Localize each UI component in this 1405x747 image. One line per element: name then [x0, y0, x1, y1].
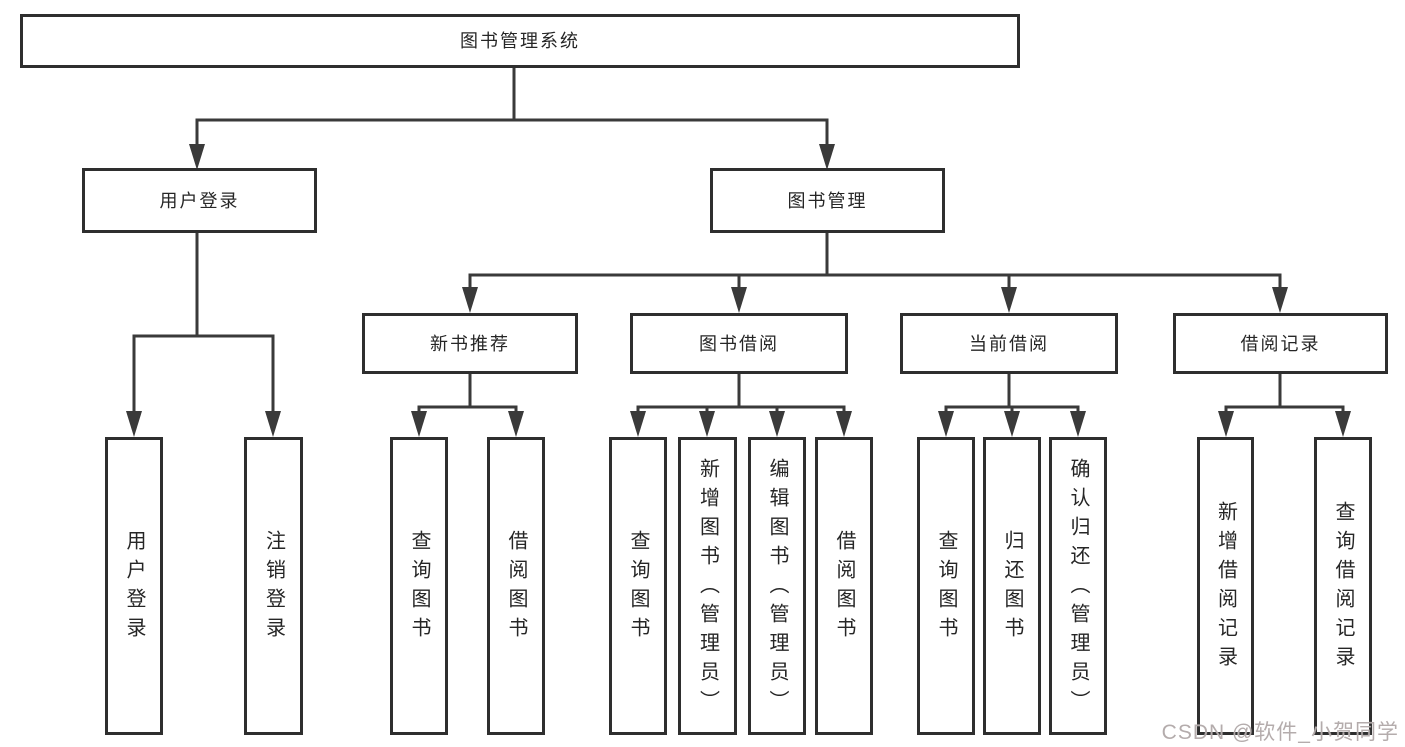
- arrowhead-icon: [1070, 411, 1086, 437]
- leaf-add-borrow-record: 新增借阅记录: [1197, 437, 1254, 735]
- arrowhead-icon: [1004, 411, 1020, 437]
- arrowhead-icon: [126, 411, 142, 437]
- arrowhead-icon: [731, 287, 747, 313]
- leaf-borrow-books-recommend: 借阅图书: [487, 437, 545, 735]
- node-current-borrowing: 当前借阅: [900, 313, 1118, 374]
- arrowhead-icon: [1272, 287, 1288, 313]
- leaf-return-books: 归还图书: [983, 437, 1041, 735]
- arrowhead-icon: [699, 411, 715, 437]
- leaf-query-books-recommend: 查询图书: [390, 437, 448, 735]
- arrowhead-icon: [819, 144, 835, 170]
- leaf-query-books-borrow: 查询图书: [609, 437, 667, 735]
- arrowhead-icon: [1335, 411, 1351, 437]
- node-borrowing-records: 借阅记录: [1173, 313, 1388, 374]
- leaf-borrow-books: 借阅图书: [815, 437, 873, 735]
- arrowhead-icon: [1218, 411, 1234, 437]
- node-library-system: 图书管理系统: [20, 14, 1020, 68]
- leaf-query-borrow-record: 查询借阅记录: [1314, 437, 1372, 735]
- arrowhead-icon: [189, 144, 205, 170]
- node-user-login: 用户登录: [82, 168, 317, 233]
- leaf-user-login: 用户登录: [105, 437, 163, 735]
- node-book-management: 图书管理: [710, 168, 945, 233]
- watermark: CSDN @软件_小贺同学: [1161, 721, 1399, 744]
- arrowhead-icon: [836, 411, 852, 437]
- arrowhead-icon: [265, 411, 281, 437]
- arrowhead-icon: [1001, 287, 1017, 313]
- node-book-borrowing: 图书借阅: [630, 313, 848, 374]
- leaf-query-books-current: 查询图书: [917, 437, 975, 735]
- leaf-confirm-return-admin: 确认归还（管理员）: [1049, 437, 1107, 735]
- arrowhead-icon: [630, 411, 646, 437]
- arrowhead-icon: [769, 411, 785, 437]
- leaf-logout: 注销登录: [244, 437, 303, 735]
- arrowhead-icon: [508, 411, 524, 437]
- leaf-edit-book-admin: 编辑图书（管理员）: [748, 437, 806, 735]
- arrowhead-icon: [938, 411, 954, 437]
- arrowhead-icon: [411, 411, 427, 437]
- arrowhead-icon: [462, 287, 478, 313]
- leaf-add-book-admin: 新增图书（管理员）: [678, 437, 737, 735]
- node-new-book-recommendation: 新书推荐: [362, 313, 578, 374]
